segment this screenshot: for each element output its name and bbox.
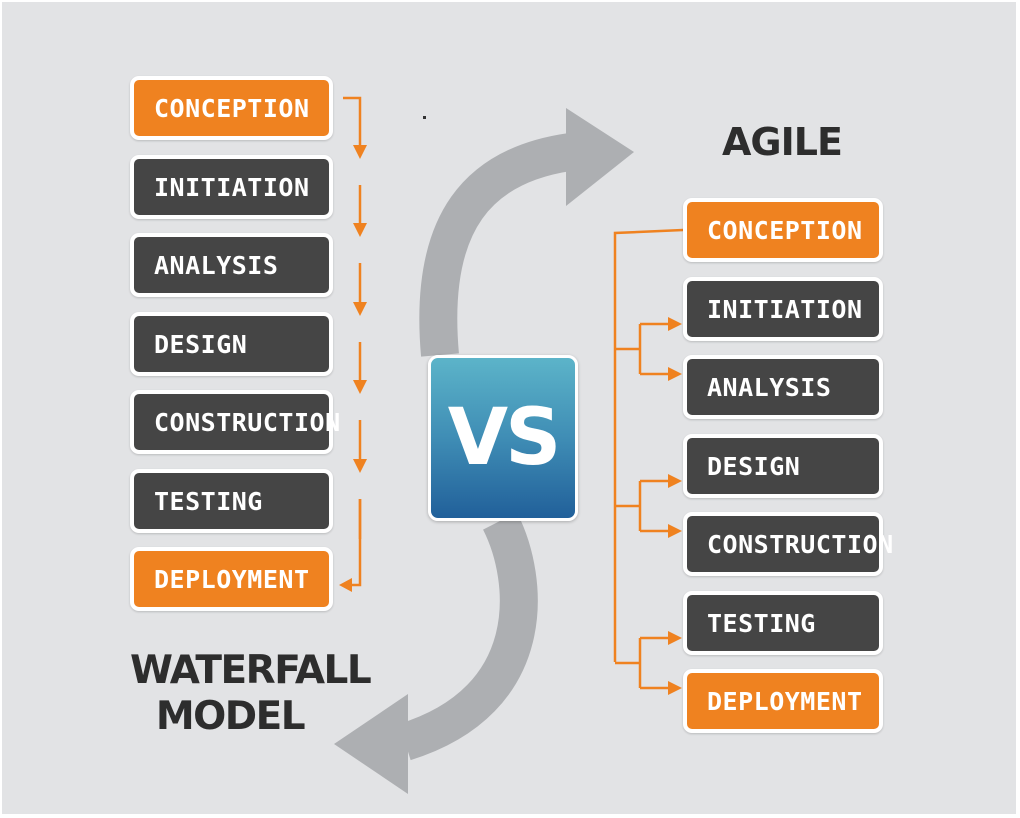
s-curve-double-arrow-icon — [334, 108, 634, 794]
waterfall-step-construction: CONSTRUCTION — [130, 390, 340, 454]
waterfall-step-deployment: DEPLOYMENT — [130, 547, 333, 611]
agile-trunk-line — [613, 228, 684, 662]
arrow-down-icon — [353, 380, 367, 394]
agile-step-design: DESIGN — [683, 434, 883, 498]
arrow-down-icon — [353, 223, 367, 237]
arrow-down-icon — [353, 302, 367, 316]
waterfall-title-line2: MODEL — [155, 694, 306, 739]
waterfall-title-line1: WATERFALL — [130, 648, 372, 693]
agile-step-construction: CONSTRUCTION — [683, 512, 893, 576]
agile-connectors — [613, 228, 684, 695]
waterfall-step-design: DESIGN — [130, 312, 333, 376]
arrow-right-icon — [668, 317, 682, 331]
stray-dot — [423, 116, 426, 119]
waterfall-connector-line — [350, 499, 362, 587]
vs-badge: VS — [428, 355, 578, 521]
waterfall-step-testing: TESTING — [130, 469, 333, 533]
waterfall-step-initiation: INITIATION — [130, 155, 333, 219]
agile-step-testing: TESTING — [683, 591, 883, 655]
arrow-down-icon — [353, 145, 367, 159]
arrow-right-icon — [668, 474, 682, 488]
arrow-left-icon — [339, 578, 352, 592]
waterfall-connector-line — [343, 96, 362, 147]
waterfall-step-conception: CONCEPTION — [130, 76, 333, 140]
arrow-right-icon — [668, 681, 682, 695]
agile-step-initiation: INITIATION — [683, 277, 883, 341]
arrow-down-icon — [353, 459, 367, 473]
agile-title: AGILE — [722, 120, 843, 164]
waterfall-title: WATERFALL MODEL — [130, 648, 372, 740]
waterfall-connectors — [339, 96, 367, 592]
arrow-right-icon — [668, 631, 682, 645]
agile-step-analysis: ANALYSIS — [683, 355, 883, 419]
waterfall-step-analysis: ANALYSIS — [130, 233, 333, 297]
agile-step-conception: CONCEPTION — [683, 198, 883, 262]
arrow-right-icon — [668, 524, 682, 538]
agile-step-deployment: DEPLOYMENT — [683, 669, 883, 733]
arrow-right-icon — [668, 367, 682, 381]
